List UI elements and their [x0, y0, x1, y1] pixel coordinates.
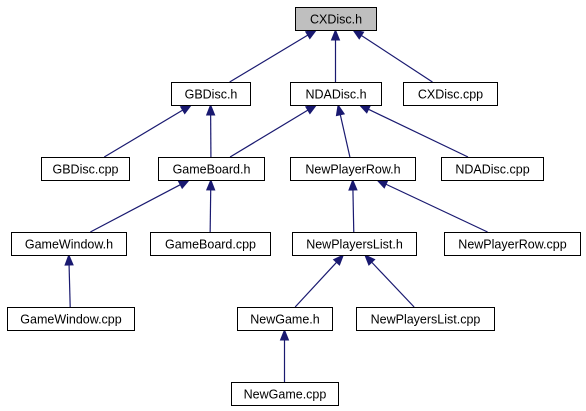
edge-newplayerslist_h-to-newplayerrow_h: [348, 178, 358, 233]
node-box[interactable]: [292, 232, 417, 256]
node-label: CXDisc.cpp: [418, 88, 483, 102]
node-label: NewPlayerRow.cpp: [458, 238, 566, 252]
node-label: CXDisc.h: [310, 13, 362, 27]
edge-gbdisc_cpp-to-gbdisc_h: [103, 104, 193, 158]
node-label: GBDisc.h: [185, 88, 238, 102]
node-box[interactable]: [444, 232, 581, 256]
edge-newgame_cpp-to-newgame_h: [279, 328, 290, 382]
node-label: NewPlayersList.h: [306, 238, 403, 252]
node-cxdisc-cpp[interactable]: CXDisc.cpp: [403, 82, 498, 106]
edge-newgame_h-to-newplayerslist_h: [294, 254, 345, 308]
node-newplayerrow-h[interactable]: NewPlayerRow.h: [290, 157, 416, 181]
node-label: NDADisc.h: [305, 88, 366, 102]
arrowhead-icon: [348, 178, 358, 191]
node-newgame-cpp[interactable]: NewGame.cpp: [231, 382, 339, 406]
node-box[interactable]: [356, 307, 495, 331]
edge-line: [209, 189, 212, 233]
edges-layer: [64, 28, 488, 382]
arrowhead-icon: [304, 104, 318, 115]
node-newgame-h[interactable]: NewGame.h: [237, 307, 333, 331]
node-box[interactable]: [403, 82, 498, 106]
node-newplayerrow-cpp[interactable]: NewPlayerRow.cpp: [444, 232, 581, 256]
node-box[interactable]: [295, 7, 377, 31]
arrowhead-icon: [332, 254, 345, 266]
node-newplayerslist-h[interactable]: NewPlayersList.h: [292, 232, 417, 256]
edge-newplayerrow_cpp-to-newplayerrow_h: [375, 179, 488, 233]
node-box[interactable]: [290, 82, 382, 106]
node-label: NDADisc.cpp: [455, 163, 529, 177]
node-box[interactable]: [11, 232, 127, 256]
node-label: GameBoard.h: [173, 163, 251, 177]
node-ndadisc-cpp[interactable]: NDADisc.cpp: [441, 157, 544, 181]
edge-line: [368, 108, 469, 158]
node-box[interactable]: [41, 157, 130, 181]
node-box[interactable]: [171, 82, 251, 106]
arrowhead-icon: [351, 29, 365, 40]
edge-gamewindow_cpp-to-gamewindow_h: [64, 253, 74, 308]
node-box[interactable]: [158, 157, 265, 181]
node-label: GameWindow.h: [25, 238, 113, 252]
node-label: NewGame.h: [250, 313, 320, 327]
edge-newplayerrow_h-to-ndadisc_h: [335, 103, 351, 158]
edge-newplayerslist_cpp-to-newplayerslist_h: [363, 254, 415, 308]
arrowhead-icon: [177, 179, 191, 190]
arrowhead-icon: [375, 179, 389, 189]
arrowhead-icon: [335, 103, 346, 117]
arrowhead-icon: [304, 29, 318, 40]
node-label: GameWindow.cpp: [20, 313, 121, 327]
edge-cxdisc_cpp-to-cxdisc_h: [351, 29, 433, 83]
arrowhead-icon: [358, 104, 372, 114]
edge-line: [229, 34, 309, 83]
node-gbdisc-cpp[interactable]: GBDisc.cpp: [41, 157, 130, 181]
edge-line: [385, 183, 488, 233]
arrowhead-icon: [330, 28, 341, 41]
edge-gbdisc_h-to-cxdisc_h: [229, 29, 318, 83]
node-box[interactable]: [441, 157, 544, 181]
node-box[interactable]: [150, 232, 271, 256]
node-label: NewPlayersList.cpp: [371, 313, 481, 327]
arrowhead-icon: [179, 104, 193, 115]
arrowhead-icon: [363, 254, 376, 266]
node-ndadisc-h[interactable]: NDADisc.h: [290, 82, 382, 106]
edge-line: [68, 264, 71, 308]
arrowhead-icon: [279, 328, 290, 341]
node-gameboard-cpp[interactable]: GameBoard.cpp: [150, 232, 271, 256]
edge-line: [352, 189, 355, 233]
node-newplayerslist-cpp[interactable]: NewPlayersList.cpp: [356, 307, 495, 331]
node-box[interactable]: [290, 157, 416, 181]
edge-ndadisc_h-to-cxdisc_h: [330, 28, 341, 82]
node-box[interactable]: [7, 307, 135, 331]
edge-line: [229, 109, 309, 158]
arrowhead-icon: [64, 253, 74, 266]
node-gbdisc-h[interactable]: GBDisc.h: [171, 82, 251, 106]
node-cxdisc-h[interactable]: CXDisc.h: [295, 7, 377, 31]
node-label: NewPlayerRow.h: [305, 163, 400, 177]
node-label: GameBoard.cpp: [165, 238, 256, 252]
node-gamewindow-cpp[interactable]: GameWindow.cpp: [7, 307, 135, 331]
edge-line: [371, 261, 415, 308]
node-label: NewGame.cpp: [244, 388, 327, 402]
node-box[interactable]: [231, 382, 339, 406]
edge-line: [361, 34, 433, 83]
edge-line: [294, 261, 337, 308]
edge-line: [339, 114, 351, 158]
arrowhead-icon: [205, 178, 216, 191]
edge-line: [103, 109, 183, 158]
edge-gameboard_h-to-ndadisc_h: [229, 104, 318, 158]
edge-gameboard_h-to-gbdisc_h: [205, 103, 216, 158]
edge-ndadisc_cpp-to-ndadisc_h: [358, 104, 469, 158]
edge-gameboard_cpp-to-gameboard_h: [205, 178, 216, 233]
node-label: GBDisc.cpp: [53, 163, 119, 177]
node-gameboard-h[interactable]: GameBoard.h: [158, 157, 265, 181]
node-gamewindow-h[interactable]: GameWindow.h: [11, 232, 127, 256]
arrowhead-icon: [205, 103, 216, 116]
edge-line: [90, 184, 181, 233]
node-box[interactable]: [237, 307, 333, 331]
edge-gamewindow_h-to-gameboard_h: [90, 179, 191, 233]
